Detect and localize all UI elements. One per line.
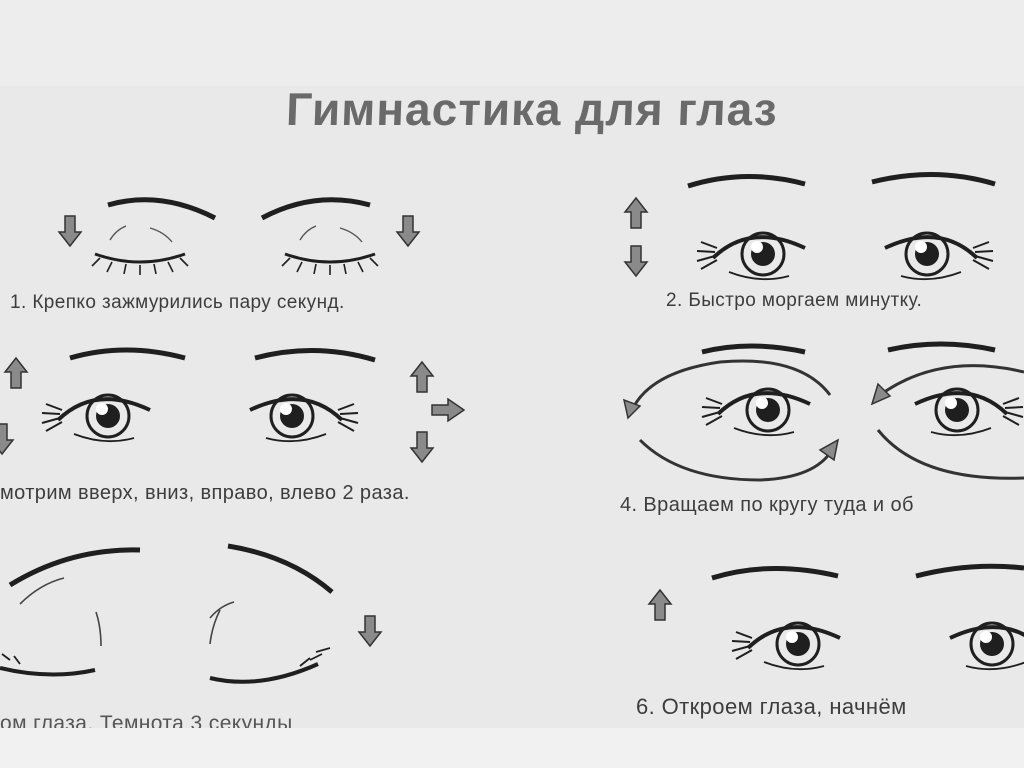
eyebrow-icon bbox=[260, 197, 371, 221]
arrow-right-icon bbox=[431, 398, 465, 422]
exercise-4-illustration bbox=[622, 341, 1024, 482]
arrow-up-icon bbox=[624, 197, 648, 229]
caption-1: 1. Крепко зажмурились пару секунд. bbox=[10, 292, 345, 313]
closed-eye-icon bbox=[0, 666, 96, 677]
eyebrow-icon bbox=[701, 343, 806, 355]
eyebrow-icon bbox=[711, 566, 839, 581]
exercise-6-illustration bbox=[648, 563, 1024, 672]
closed-eye-icon bbox=[209, 662, 319, 684]
eyebrow-icon bbox=[871, 172, 996, 187]
open-eye-icon bbox=[40, 393, 152, 444]
arrow-up-icon bbox=[4, 357, 28, 389]
exercise-5-illustration bbox=[0, 543, 382, 684]
eyebrow-icon bbox=[254, 348, 376, 363]
open-eye-icon bbox=[700, 387, 812, 438]
arrow-down-icon bbox=[624, 245, 648, 277]
open-eye-icon bbox=[883, 231, 995, 282]
circular-arrow-icon bbox=[638, 438, 834, 482]
arrow-up-icon bbox=[410, 361, 434, 393]
open-eye-icon bbox=[730, 621, 842, 672]
open-eye-icon bbox=[948, 621, 1024, 672]
exercise-1-illustration bbox=[58, 197, 420, 277]
paper-sheet bbox=[0, 86, 1024, 736]
open-eye-icon bbox=[695, 231, 807, 282]
caption-5: ом глаза. Темнота 3 секунды bbox=[0, 712, 293, 735]
caption-2: 2. Быстро моргаем минутку. bbox=[666, 290, 923, 311]
exercise-2-illustration bbox=[624, 172, 996, 282]
background-bottom bbox=[0, 728, 1024, 768]
caption-6: 6. Откроем глаза, начнём bbox=[636, 694, 907, 719]
arrow-down-icon bbox=[396, 215, 420, 247]
eyebrow-icon bbox=[107, 197, 217, 221]
circular-arrow-icon bbox=[630, 359, 832, 411]
caption-3: мотрим вверх, вниз, вправо, влево 2 раза… bbox=[0, 482, 410, 504]
eyebrow-icon bbox=[915, 563, 1024, 579]
exercise-3-illustration bbox=[0, 347, 465, 463]
eyebrow-icon bbox=[8, 547, 141, 588]
open-eye-icon bbox=[248, 393, 360, 444]
arrow-down-icon bbox=[410, 431, 434, 463]
caption-4: 4. Вращаем по кругу туда и об bbox=[620, 494, 914, 516]
eyebrow-icon bbox=[69, 347, 186, 361]
circular-arrow-icon bbox=[879, 364, 1024, 397]
arrow-down-icon bbox=[58, 215, 82, 247]
eyebrow-icon bbox=[687, 173, 806, 189]
eyebrow-icon bbox=[887, 341, 996, 353]
background-top bbox=[0, 0, 1024, 92]
arrow-down-icon bbox=[358, 615, 382, 647]
eyebrow-icon bbox=[227, 543, 334, 594]
arrow-up-icon bbox=[648, 589, 672, 621]
closed-eye-icon bbox=[280, 224, 380, 277]
arrow-down-icon bbox=[0, 423, 14, 455]
closed-eye-icon bbox=[90, 224, 190, 277]
open-eye-icon bbox=[913, 387, 1024, 438]
